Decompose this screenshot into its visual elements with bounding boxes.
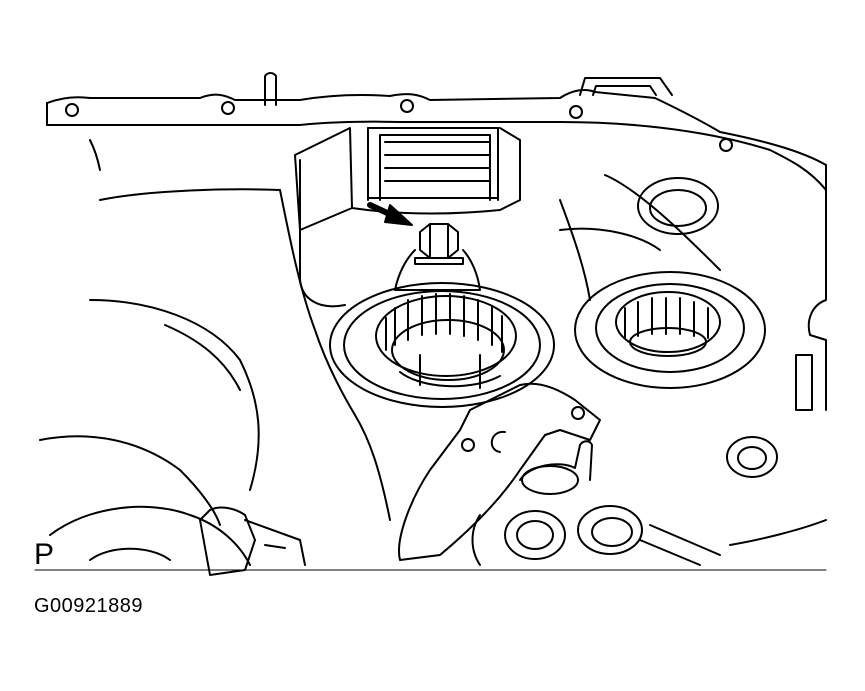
retaining-bolt-head (420, 224, 458, 258)
fitting-right (578, 506, 642, 554)
oil-tube-end (522, 466, 578, 494)
case-left-lower (40, 436, 220, 525)
retaining-bolt-flats (430, 224, 448, 258)
bearing-right-outer-race (575, 272, 765, 388)
shift-lever-linkage (245, 520, 305, 565)
case-top-flange-inner (47, 122, 826, 190)
oil-tube (520, 441, 592, 480)
recess-left-wall (295, 128, 352, 230)
fitting-right-inner (592, 518, 632, 546)
retaining-bracket (395, 250, 480, 290)
bearing-left-cage-inner (392, 320, 504, 380)
bearing-left-cage-outer (376, 296, 516, 376)
figure-id: G00921889 (34, 595, 144, 617)
shift-lever (200, 508, 255, 575)
case-contour (560, 229, 660, 250)
strainer-rib (385, 142, 490, 181)
case-contour (165, 325, 240, 390)
bearing-right-cage (616, 292, 720, 352)
flange-bolt-hole (720, 139, 732, 151)
case-boss (727, 437, 777, 477)
recess-back-wall (352, 208, 500, 214)
case-contour (280, 190, 390, 520)
bracket-bolt-hole (462, 439, 474, 451)
case-left-wall (47, 103, 280, 200)
bearing-right-rollers (625, 298, 708, 338)
case-boss-inner (650, 190, 706, 226)
flange-bolt-hole (66, 104, 78, 116)
bearing-left-outer-race (330, 283, 554, 407)
recess-left-wall-inner (300, 160, 345, 306)
retaining-bolt-washer (415, 258, 463, 264)
case-boss (638, 178, 718, 234)
bearing-left-inner-bore (400, 355, 500, 388)
case-right-edge (730, 165, 826, 545)
flange-bolt-hole (570, 106, 582, 118)
fitting-left (505, 511, 565, 559)
case-left-curve (90, 300, 259, 490)
case-boss-inner (738, 447, 766, 469)
bearing-right-bore (630, 328, 706, 356)
strainer-frame (368, 128, 498, 200)
case-top-flange (47, 90, 826, 165)
dowel-pin (265, 73, 276, 105)
flange-bolt-hole (401, 100, 413, 112)
bearing-left-rollers (386, 294, 502, 352)
differential-housing (50, 507, 250, 565)
case-rib-right (560, 175, 720, 300)
differential-gear (90, 549, 170, 560)
flange-bolt-hole (222, 102, 234, 114)
view-label: P (34, 538, 55, 571)
bracket-bolt-hole (572, 407, 584, 419)
recess-right-wall (500, 128, 520, 210)
oil-tube-bracket (399, 384, 600, 560)
fitting-pipe (640, 525, 720, 565)
bearing-right-seat (596, 284, 744, 372)
pointer-arrowhead (385, 205, 412, 225)
case-slot (796, 355, 812, 410)
bearing-left-seat (344, 291, 540, 399)
bracket-letter-c (492, 432, 505, 452)
strainer-plate (368, 128, 498, 198)
fitting-left-inner (517, 521, 553, 549)
fitting-bracket (473, 515, 481, 565)
case-lug (580, 78, 672, 95)
